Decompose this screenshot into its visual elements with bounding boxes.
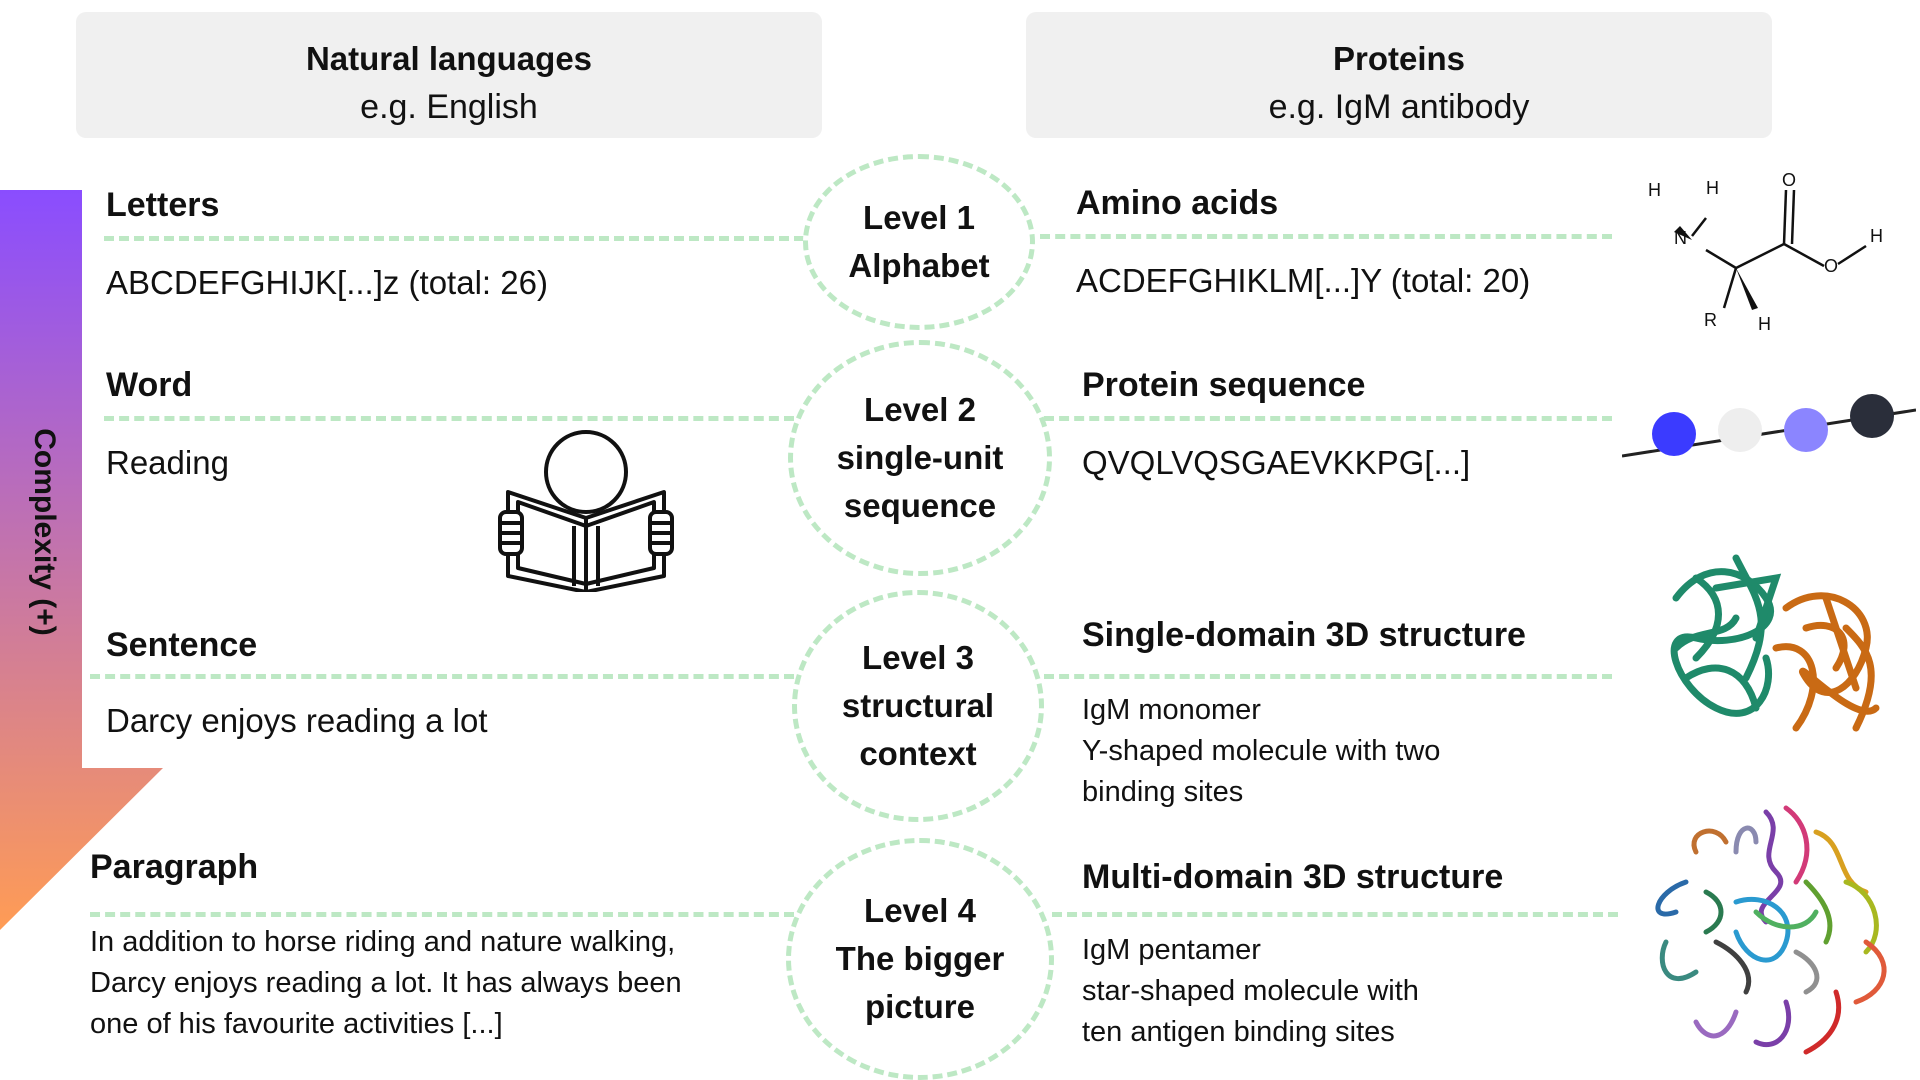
atom-label: H [1648, 180, 1661, 200]
level-title: structural [841, 687, 995, 724]
atom-label: O [1824, 256, 1838, 276]
level-3-circle: Level 3 structural context [792, 590, 1044, 822]
natural-languages-header: Natural languages e.g. English [76, 12, 822, 138]
description-line: Y-shaped molecule with two [1082, 735, 1441, 767]
igm-monomer-structure-icon [1670, 554, 1880, 732]
protein-sequence-text: QVQLVQSGAEVKKPG[...] [1082, 444, 1471, 481]
level-title: single-unit [836, 439, 1004, 476]
header-subtitle: e.g. English [360, 88, 538, 126]
connector-line [1044, 674, 1612, 679]
level-title: picture [864, 988, 976, 1025]
connector-line [104, 416, 794, 421]
single-domain-label: Single-domain 3D structure [1082, 616, 1526, 654]
level-number: Level 2 [864, 391, 976, 428]
word-label: Word [106, 366, 193, 404]
description-line: star-shaped molecule with [1082, 975, 1419, 1007]
atom-label: R [1704, 310, 1717, 330]
level-title: context [859, 735, 977, 772]
level-title: sequence [843, 487, 997, 524]
connector-line [1040, 234, 1612, 239]
proteins-header: Proteins e.g. IgM antibody [1026, 12, 1772, 138]
connector-line [1052, 912, 1618, 917]
complexity-arrow [0, 190, 163, 930]
amino-acids-text: ACDEFGHIKLM[...]Y (total: 20) [1076, 262, 1531, 299]
sentence-label: Sentence [106, 626, 258, 664]
header-title: Proteins [1332, 40, 1466, 77]
word-text: Reading [106, 444, 229, 481]
level-number: Level 1 [863, 199, 975, 236]
igm-pentamer-structure-icon [1655, 805, 1887, 1055]
paragraph-line: Darcy enjoys reading a lot. It has alway… [90, 967, 682, 999]
header-title: Natural languages [305, 40, 593, 77]
description-line: IgM monomer [1082, 694, 1261, 726]
description-line: ten antigen binding sites [1082, 1016, 1395, 1048]
multi-domain-label: Multi-domain 3D structure [1082, 858, 1504, 896]
multi-domain-text: IgM pentamer star-shaped molecule with t… [1082, 930, 1419, 1053]
paragraph-line: In addition to horse riding and nature w… [90, 926, 676, 958]
level-number: Level 4 [864, 892, 976, 929]
level-2-circle: Level 2 single-unit sequence [788, 340, 1052, 576]
atom-label: H [1758, 314, 1771, 334]
protein-sequence-label: Protein sequence [1082, 366, 1366, 404]
level-title: The bigger [835, 940, 1005, 977]
atom-label: H [1706, 178, 1719, 198]
sentence-text: Darcy enjoys reading a lot [106, 702, 488, 739]
complexity-label: Complexity (+) [28, 428, 61, 636]
connector-line [90, 912, 794, 917]
connector-line [1044, 416, 1612, 421]
header-subtitle: e.g. IgM antibody [1268, 88, 1530, 126]
connector-line [90, 674, 794, 679]
reader-icon [498, 430, 674, 592]
letters-label: Letters [106, 186, 220, 224]
paragraph-label: Paragraph [90, 848, 259, 886]
amino-acids-label: Amino acids [1076, 184, 1279, 222]
level-1-circle: Level 1 Alphabet [803, 154, 1035, 330]
description-line: IgM pentamer [1082, 934, 1261, 966]
atom-label: N [1674, 228, 1687, 248]
single-domain-text: IgM monomer Y-shaped molecule with two b… [1082, 690, 1440, 813]
level-4-circle: Level 4 The bigger picture [786, 838, 1054, 1080]
connector-line [104, 236, 804, 241]
paragraph-text: In addition to horse riding and nature w… [90, 922, 682, 1045]
level-number: Level 3 [862, 639, 974, 676]
amino-acid-molecule-icon: H H N O O H R H [1648, 170, 1883, 334]
atom-label: O [1782, 170, 1796, 190]
sequence-beads-icon [1622, 394, 1916, 458]
description-line: binding sites [1082, 776, 1244, 808]
letters-text: ABCDEFGHIJK[...]z (total: 26) [106, 264, 548, 301]
atom-label: H [1870, 226, 1883, 246]
level-title: Alphabet [848, 247, 990, 284]
paragraph-line: one of his favourite activities [...] [90, 1008, 503, 1040]
